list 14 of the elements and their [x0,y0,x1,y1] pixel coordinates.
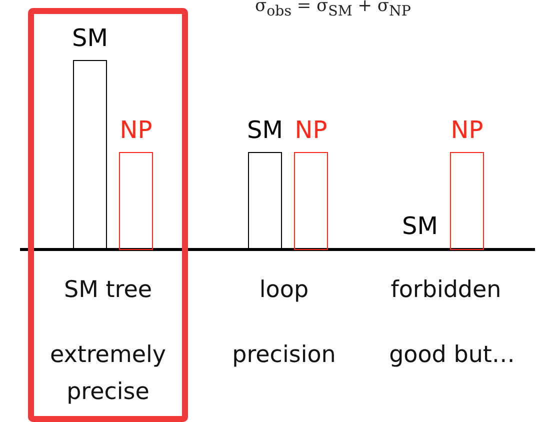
bar-label: NP [120,118,152,142]
highlight-frame [28,8,188,422]
column-caption: extremely precise [48,341,168,407]
column-caption: forbidden [390,276,502,305]
bar-label: SM [402,214,438,238]
column-caption: precision [231,341,337,370]
column-caption: SM tree [62,276,154,305]
bar-label: SM [72,26,108,50]
bar-label: SM [247,118,283,142]
bar-label: NP [294,118,328,142]
column-caption: good but… [388,341,516,370]
column-caption: loop [258,276,310,305]
bar-label: NP [450,118,484,142]
formula: σ$_{obs}$ = σ$_{SM}$ + σ$_{NP}$ [255,0,411,20]
